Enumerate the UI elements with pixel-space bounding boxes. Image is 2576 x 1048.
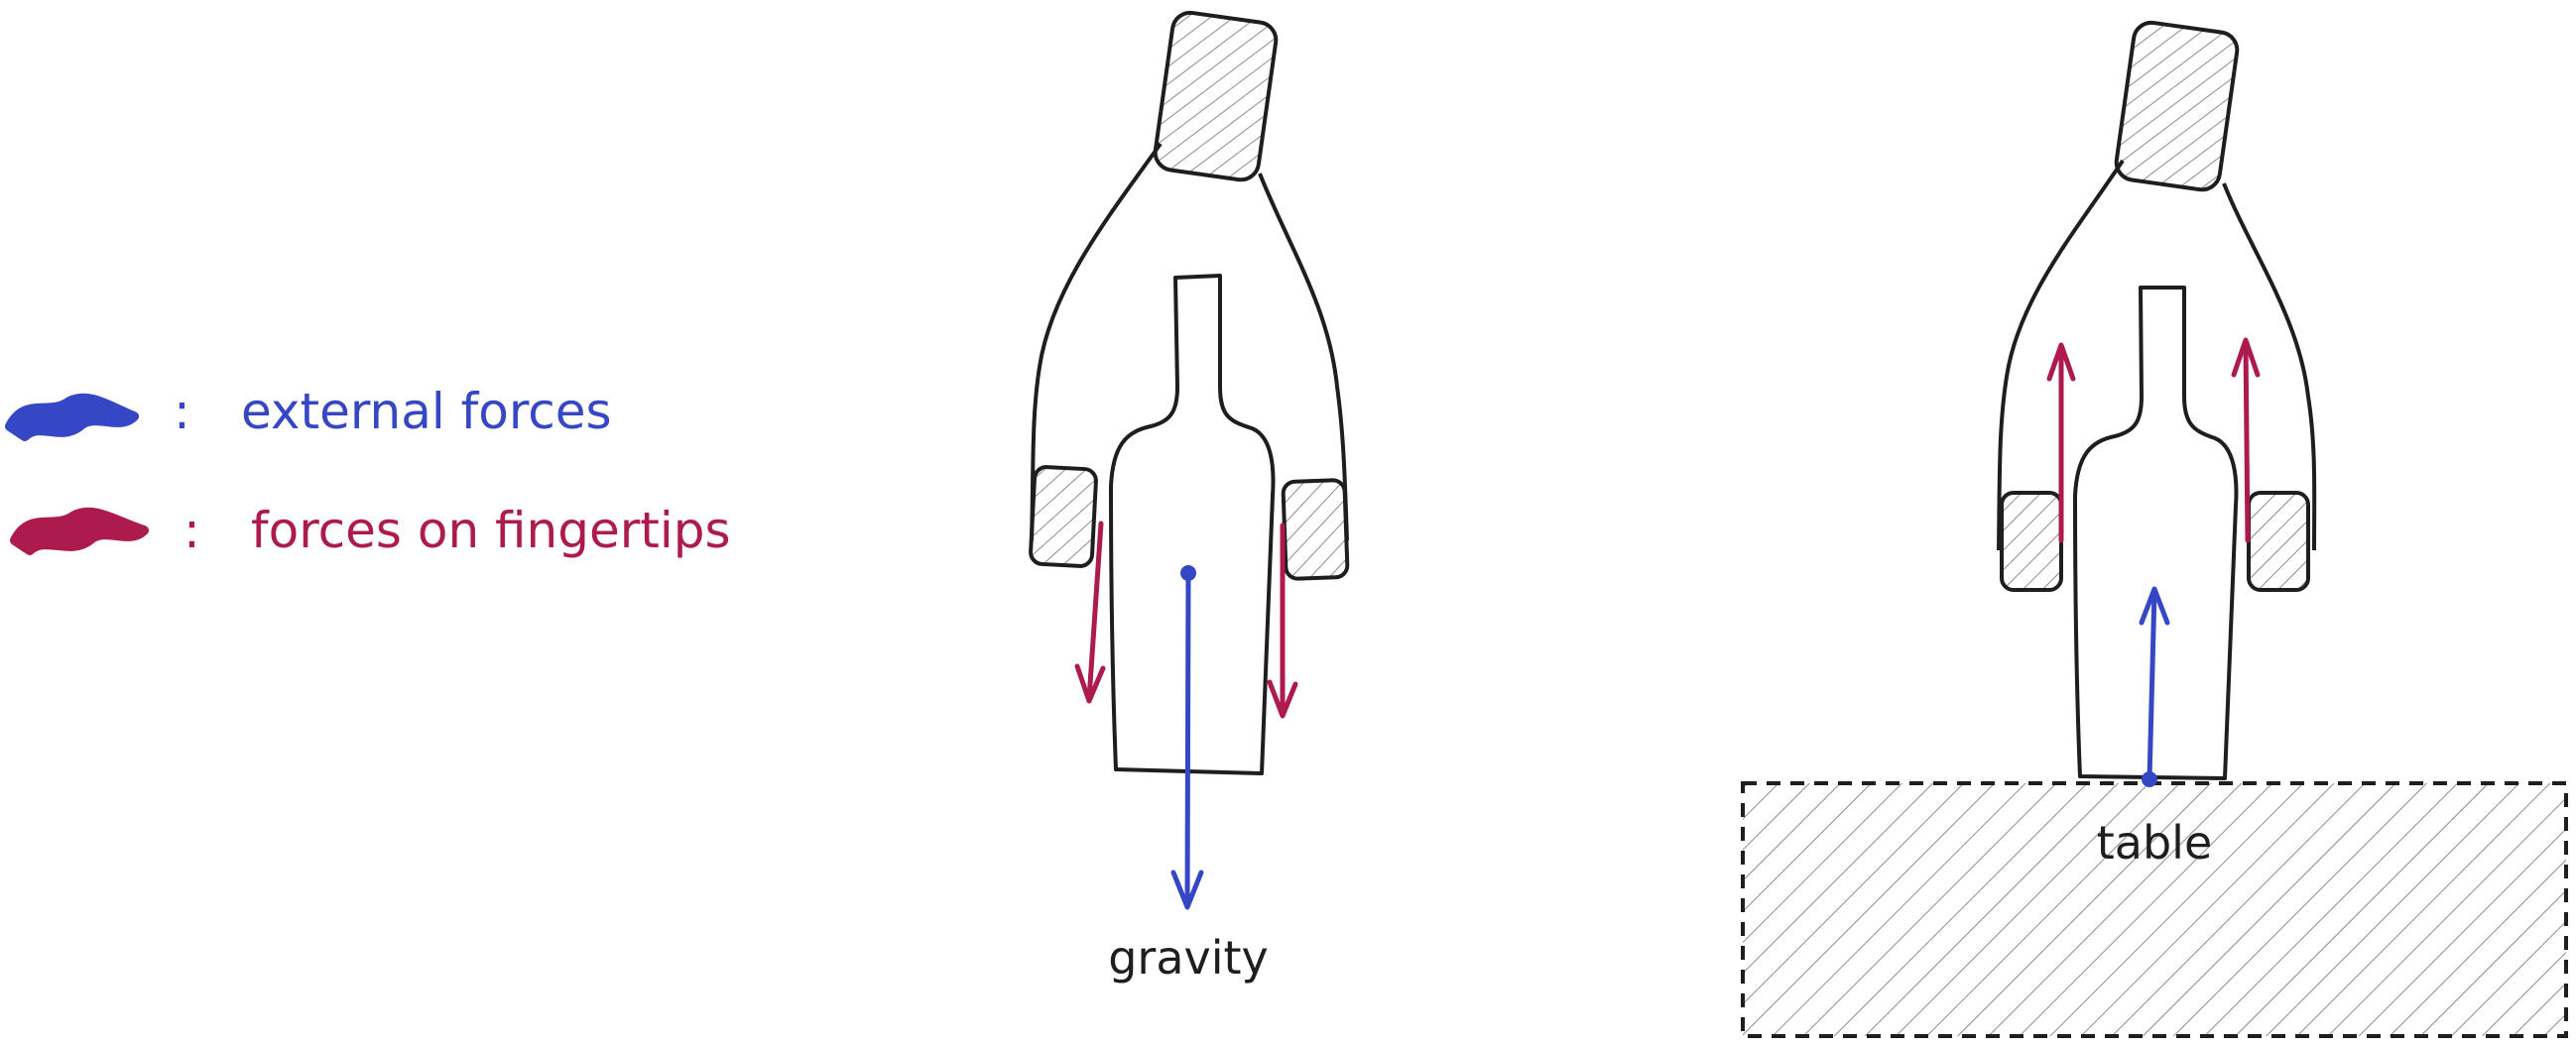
left-gripper-left-finger [1030, 142, 1163, 541]
normal-force-arrowhead [2139, 586, 2170, 626]
left-fingertip-pad-right [1281, 478, 1350, 581]
table-normal-force [2139, 586, 2170, 787]
right-bottle [2073, 286, 2239, 780]
right-fingertip-force-arrowhead-right [2231, 337, 2261, 378]
legend: : external forces : forces on fingertips [5, 383, 731, 559]
gravity-arrowhead [1170, 870, 1204, 910]
right-fingertip-force-arrow-right [2243, 339, 2251, 543]
normal-force-arrow [2147, 589, 2157, 782]
gravity-force: gravity [1108, 565, 1269, 985]
right-fingertip-force-arrowhead-left [2046, 342, 2076, 382]
right-fingertip-pad-right [2247, 491, 2310, 592]
legend-fingertip-label: forces on fingertips [251, 502, 731, 559]
table-surface [1741, 781, 2568, 1038]
right-gripper-right-finger [2222, 182, 2317, 551]
left-scene: gravity [1029, 10, 1350, 985]
right-gripper [1997, 20, 2317, 592]
legend-fingertip-separator: : [184, 502, 200, 559]
legend-external-forces: : external forces [5, 383, 612, 441]
left-fingertip-force-arrow-left [1086, 521, 1104, 702]
right-fingertip-forces [2046, 337, 2261, 543]
left-gripper-right-finger [1258, 173, 1349, 541]
external-force-swatch-icon [5, 393, 139, 441]
table-label: table [2097, 816, 2213, 870]
gravity-arrow [1184, 570, 1191, 908]
gravity-label: gravity [1108, 931, 1269, 985]
fingertip-force-swatch-icon [10, 507, 149, 555]
right-gripper-left-finger [1997, 159, 2125, 551]
right-gripper-wrist [2114, 20, 2240, 192]
legend-external-separator: : [174, 383, 190, 440]
left-gripper-wrist [1153, 10, 1279, 182]
left-fingertip-force-arrowhead-left [1074, 663, 1106, 704]
right-fingertip-pad-left [2000, 491, 2063, 592]
left-fingertip-force-arrowhead-right [1267, 679, 1298, 719]
left-fingertip-pad-left [1029, 465, 1098, 568]
right-scene: table [1741, 20, 2568, 1038]
legend-fingertip-forces: : forces on fingertips [10, 502, 731, 559]
left-bottle [1109, 274, 1276, 775]
left-fingertip-forces [1074, 521, 1298, 719]
legend-external-label: external forces [241, 383, 612, 440]
left-gripper [1029, 10, 1350, 581]
table: table [1741, 781, 2568, 1038]
